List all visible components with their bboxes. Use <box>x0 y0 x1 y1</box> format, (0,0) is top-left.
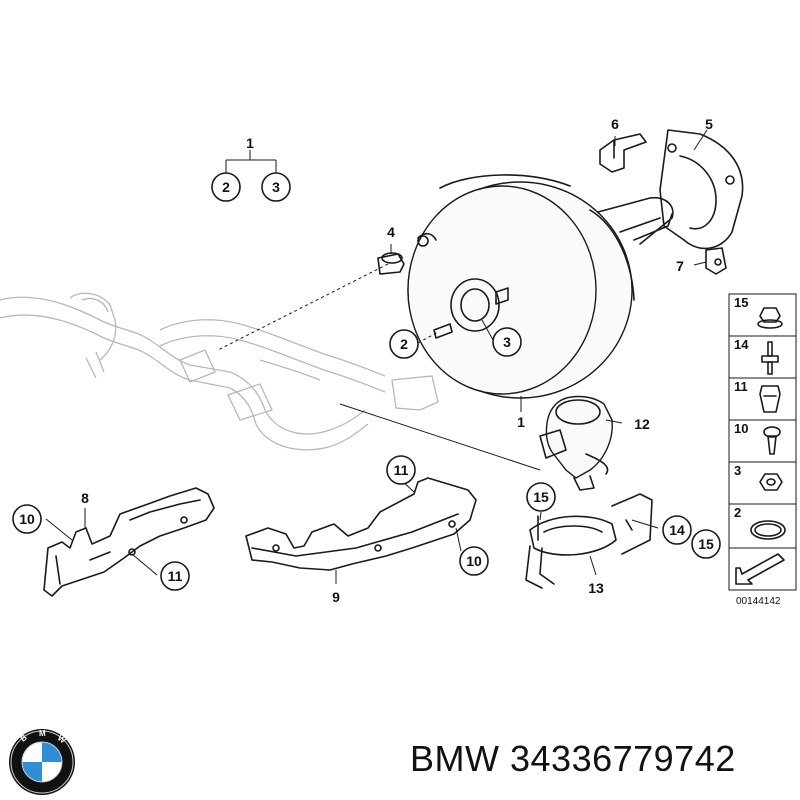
callout-11-top: 11 <box>394 462 409 478</box>
callout-circle <box>662 515 692 545</box>
callout-10-mid: 10 <box>466 553 482 569</box>
callout-15-bracket-right: 15 <box>698 536 714 552</box>
callout-7: 7 <box>676 258 684 274</box>
heat-shield-left <box>43 487 215 597</box>
callout-circle <box>526 482 556 512</box>
caption-brand: BMW <box>410 738 500 779</box>
vacuum-pump <box>539 395 613 491</box>
callout-9: 9 <box>332 589 340 605</box>
screw-icon <box>763 426 781 455</box>
callout-5: 5 <box>705 116 713 132</box>
grommet <box>377 252 405 275</box>
callout-circle <box>261 172 291 202</box>
clip-nut-icon <box>759 385 781 413</box>
callout-4: 4 <box>387 224 395 240</box>
stud-bolt-icon <box>761 341 779 375</box>
callout-3-top: 3 <box>272 179 280 195</box>
o-ring-icon <box>750 520 786 540</box>
bmw-logo: B M W <box>9 729 75 795</box>
legend-num-14: 14 <box>734 337 749 352</box>
callout-1-booster: 1 <box>517 414 525 430</box>
legend-num-10: 10 <box>734 421 748 436</box>
fastener-legend: 15 14 11 10 3 2 <box>728 293 797 607</box>
callout-6: 6 <box>611 116 619 132</box>
callout-circle <box>459 546 489 576</box>
svg-text:W: W <box>56 733 68 745</box>
callout-12: 12 <box>634 416 650 432</box>
legend-num-15: 15 <box>734 295 748 310</box>
callout-11-left: 11 <box>168 568 183 584</box>
caption-part-number: 34336779742 <box>510 738 736 779</box>
callout-circle <box>691 529 721 559</box>
diagram-reference-number: 00144142 <box>736 596 781 607</box>
callout-circle <box>492 327 522 357</box>
callout-circle <box>211 172 241 202</box>
legend-cell-10 <box>728 419 797 463</box>
flange-nut-icon <box>757 307 783 329</box>
leader-lines <box>45 129 708 584</box>
callout-14-bracket: 14 <box>669 522 685 538</box>
pump-bracket <box>525 493 653 589</box>
callout-8: 8 <box>81 490 89 506</box>
part-caption: BMW 34336779742 <box>410 738 736 780</box>
brake-booster <box>407 174 674 399</box>
callouts: 1 2 3 4 2 3 1 6 5 7 12 11 8 10 11 9 10 1… <box>12 116 721 605</box>
legend-num-11: 11 <box>734 379 748 394</box>
svg-text:B: B <box>19 733 29 744</box>
callout-circle <box>389 329 419 359</box>
legend-cell-3 <box>728 461 797 505</box>
legend-num-2: 2 <box>734 505 741 520</box>
callout-2-top: 2 <box>222 179 230 195</box>
callout-1-top: 1 <box>246 135 254 151</box>
legend-num-3: 3 <box>734 463 741 478</box>
svg-text:M: M <box>39 729 46 738</box>
callout-3-mid: 3 <box>503 334 511 350</box>
callout-circle <box>12 504 42 534</box>
callout-circle <box>160 561 190 591</box>
callout-circle <box>386 455 416 485</box>
callout-15-bracket: 15 <box>533 489 549 505</box>
direction-arrow-icon <box>735 553 785 585</box>
hex-nut-icon <box>759 473 783 491</box>
heat-shield-middle <box>245 477 477 571</box>
callout-13: 13 <box>588 580 604 596</box>
vacuum-hoses <box>0 292 439 451</box>
gasket-and-bracket <box>599 129 744 275</box>
callout-10-left: 10 <box>19 511 35 527</box>
callout-2-mid: 2 <box>400 336 408 352</box>
